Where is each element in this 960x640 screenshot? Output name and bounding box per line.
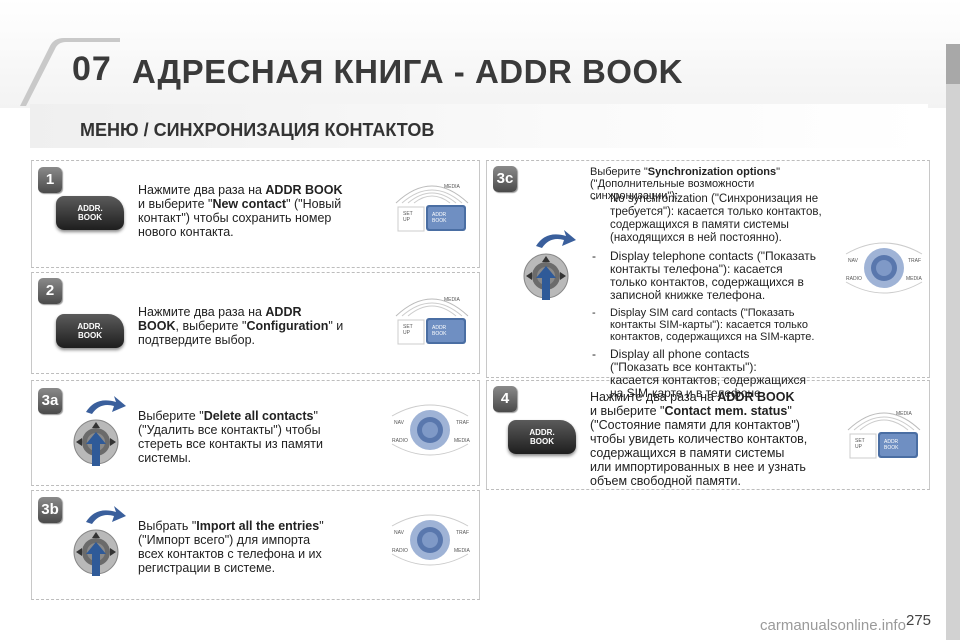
console-setup-label-1: SET — [855, 438, 865, 444]
step-2-text: Нажмите два раза на ADDR BOOK, выберите … — [138, 305, 344, 347]
console-traf-label: TRAF — [456, 420, 469, 426]
console-media-label: MEDIA — [444, 184, 461, 190]
console-addr-label-1: ADDR — [432, 325, 447, 331]
step-3a-badge: 3a — [38, 388, 62, 414]
step-1-text: Нажмите два раза на ADDR BOOK и выберите… — [138, 183, 343, 239]
sync-option-all-contacts: - Display all phone contacts("Показать в… — [592, 347, 807, 400]
console-media-label: MEDIA — [906, 276, 923, 282]
console-addr-book-image: MEDIA SET UP ADDR BOOK — [395, 184, 469, 232]
step-4-badge: 4 — [493, 386, 517, 412]
addr-book-button: ADDR.BOOK — [56, 314, 124, 348]
right-margin-bar — [946, 44, 960, 640]
step-4-text: Нажмите два раза на ADDR BOOK и выберите… — [590, 390, 808, 488]
step-3b-text: Выбрать "Import all the entries" ("Импор… — [138, 519, 324, 575]
console-knob-image: NAV TRAF RADIO MEDIA — [391, 404, 471, 456]
console-addr-book-image: MEDIA SET UP ADDR BOOK — [395, 297, 469, 345]
rotary-knob-icon — [73, 506, 126, 576]
console-nav-label: NAV — [394, 420, 405, 426]
console-addr-label-2: BOOK — [432, 218, 447, 224]
chapter-tab-shape — [20, 38, 120, 106]
step-3c-heading: Выберите "Synchronization options" ("Доп… — [590, 166, 781, 202]
console-addr-label-2: BOOK — [432, 331, 447, 337]
console-media-label: MEDIA — [454, 548, 471, 554]
section-title: МЕНЮ / СИНХРОНИЗАЦИЯ КОНТАКТОВ — [80, 120, 435, 140]
console-setup-label-1: SET — [403, 324, 413, 330]
console-nav-label: NAV — [394, 530, 405, 536]
step-3b-badge: 3b — [38, 497, 62, 523]
console-setup-label-1: SET — [403, 211, 413, 217]
console-setup-label-2: UP — [403, 217, 411, 223]
console-nav-label: NAV — [848, 258, 859, 264]
console-addr-book-image: MEDIA SET UP ADDR BOOK — [847, 411, 921, 459]
console-traf-label: TRAF — [908, 258, 921, 264]
step-3c-badge: 3c — [493, 166, 517, 192]
console-traf-label: TRAF — [456, 530, 469, 536]
step-3a-text: Выберите "Delete all contacts" ("Удалить… — [138, 409, 323, 465]
console-addr-label-1: ADDR — [884, 439, 899, 445]
chapter-number: 07 — [72, 50, 112, 88]
console-knob-image: NAV TRAF RADIO MEDIA — [845, 242, 923, 294]
console-radio-label: RADIO — [846, 276, 862, 282]
right-margin-bar-top — [946, 44, 960, 84]
rotary-knob-icon — [73, 396, 126, 466]
console-knob-image: NAV TRAF RADIO MEDIA — [391, 514, 471, 566]
console-media-label: MEDIA — [454, 438, 471, 444]
rotary-knob-icon — [523, 230, 576, 300]
page-title: АДРЕСНАЯ КНИГА - ADDR BOOK — [132, 53, 683, 90]
console-setup-label-2: UP — [855, 444, 863, 450]
step-1-badge: 1 — [38, 167, 62, 193]
step-2-badge: 2 — [38, 278, 62, 304]
console-media-label: MEDIA — [444, 297, 461, 303]
console-addr-label-1: ADDR — [432, 212, 447, 218]
console-addr-label-2: BOOK — [884, 445, 899, 451]
console-setup-label-2: UP — [403, 330, 411, 336]
page-number: 275 — [906, 612, 932, 629]
addr-book-button: ADDR.BOOK — [508, 420, 576, 454]
addr-book-button: ADDR.BOOK — [56, 196, 124, 230]
console-media-label: MEDIA — [896, 411, 913, 417]
console-radio-label: RADIO — [392, 438, 408, 444]
header-band — [0, 0, 960, 108]
section-band — [30, 104, 928, 148]
console-radio-label: RADIO — [392, 548, 408, 554]
watermark: carmanualsonline.info — [760, 617, 906, 634]
